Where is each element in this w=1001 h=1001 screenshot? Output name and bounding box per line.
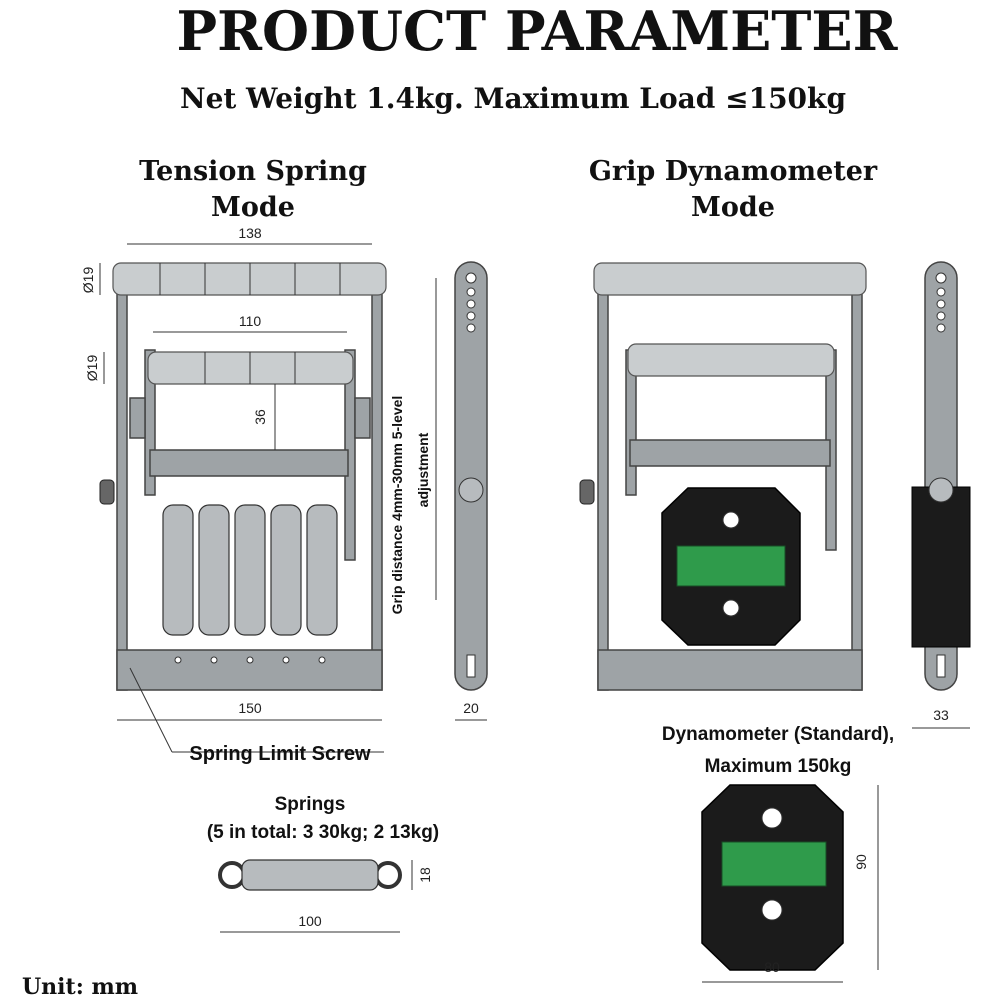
dim-side-width-dynamometer: 33 bbox=[933, 707, 949, 723]
dim-spring-height: 18 bbox=[417, 867, 433, 883]
grip-mode-heading-line1: Grip Dynamometer bbox=[589, 156, 878, 187]
dim-side-width: 20 bbox=[463, 700, 479, 716]
dim-mid-roller-diameter: Ø19 bbox=[84, 355, 100, 382]
dim-spring-length: 100 bbox=[298, 913, 322, 929]
grip-mode-heading-line2: Mode bbox=[691, 192, 775, 223]
dynamometer-standalone bbox=[701, 784, 844, 971]
page-title: PRODUCT PARAMETER bbox=[177, 0, 899, 63]
unit-label: Unit: mm bbox=[22, 974, 138, 1000]
dim-base-width: 150 bbox=[238, 700, 262, 716]
dim-dynamometer-height: 90 bbox=[853, 854, 869, 870]
spring-illustration bbox=[218, 859, 402, 891]
dim-grip-gap: 36 bbox=[252, 409, 268, 425]
spring-limit-screw-knob bbox=[99, 479, 115, 505]
tension-mode-heading-line2: Mode bbox=[211, 192, 295, 223]
page-subtitle: Net Weight 1.4kg. Maximum Load ≤150kg bbox=[180, 82, 846, 115]
dim-top-width: 138 bbox=[238, 225, 262, 241]
dynamometer-label-2: Maximum 150kg bbox=[705, 756, 852, 777]
grip-device-front bbox=[579, 262, 867, 691]
springs-detail: (5 in total: 3 30kg; 2 13kg) bbox=[207, 822, 439, 843]
grip-device-side bbox=[911, 261, 971, 691]
top-grip-roller bbox=[112, 262, 387, 296]
dim-inner-width: 110 bbox=[239, 313, 262, 329]
moving-grip-roller bbox=[147, 351, 354, 385]
tension-device-front bbox=[99, 262, 387, 691]
tension-device-side bbox=[454, 261, 488, 691]
dim-top-roller-diameter: Ø19 bbox=[80, 267, 96, 294]
dim-dynamometer-width: 80 bbox=[764, 959, 780, 975]
springs-group bbox=[162, 504, 338, 636]
tension-mode-heading-line1: Tension Spring bbox=[139, 156, 367, 187]
springs-title: Springs bbox=[275, 794, 346, 815]
grip-distance-label-2: adjustment bbox=[415, 432, 431, 507]
dynamometer-installed bbox=[661, 487, 801, 646]
dynamometer-label-1: Dynamometer (Standard), bbox=[662, 724, 894, 745]
grip-distance-label-1: Grip distance 4mm-30mm 5-level bbox=[389, 396, 405, 615]
spring-limit-screw-label: Spring Limit Screw bbox=[189, 743, 371, 765]
